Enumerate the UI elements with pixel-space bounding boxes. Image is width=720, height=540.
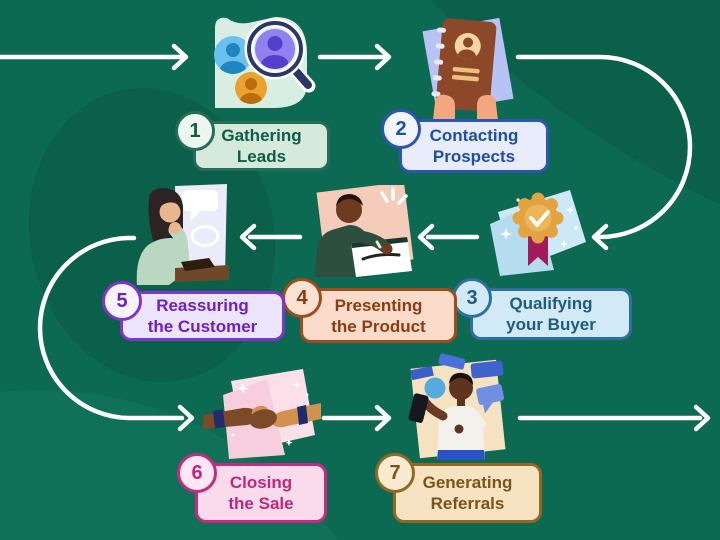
step-number-badge: 2: [381, 109, 421, 149]
step-label-line2: your Buyer: [506, 315, 596, 334]
step-label-presenting-product: 4 Presenting the Product: [282, 278, 457, 343]
step-label-gathering-leads: 1 Gathering Leads: [175, 111, 330, 171]
step-label-reassuring-customer: 5 Reassuring the Customer: [102, 281, 285, 341]
step-number-badge: 7: [375, 453, 415, 493]
speech-bubble-icon: [476, 384, 505, 414]
qualifying-buyer-illustration: [482, 182, 594, 284]
speech-bubble-icon: [424, 377, 446, 399]
step-number-badge: 1: [175, 111, 215, 151]
waistband: [437, 450, 485, 460]
step-number-badge: 3: [452, 278, 492, 318]
step-number-badge: 4: [282, 278, 322, 318]
document-scribble: [361, 253, 401, 261]
generating-referrals-illustration: [403, 350, 518, 460]
arrowhead-icon: [374, 404, 392, 432]
magnifying-glass-icon: [244, 18, 316, 93]
sparkle-icon: [500, 198, 578, 248]
step-label-line1: Presenting: [334, 295, 423, 315]
speech-bubble-icon: [190, 225, 220, 247]
step-label-qualifying-buyer: 3 Qualifying your Buyer: [452, 278, 632, 340]
speech-bubble-icon: [410, 365, 434, 381]
customer-arm: [148, 223, 188, 279]
arm-right: [271, 403, 321, 428]
reassuring-customer-illustration: [125, 180, 235, 285]
arrowhead-icon: [177, 404, 195, 432]
check-icon: [529, 210, 550, 227]
bracelet: [213, 409, 225, 429]
medal-icon: [512, 192, 564, 266]
step-label-line1: Reassuring: [156, 296, 249, 315]
sparkle-icon: [231, 381, 309, 447]
contact-book-icon: [431, 18, 497, 112]
laptop: [181, 258, 215, 271]
presenter-hand: [381, 243, 393, 255]
step-label-closing-sale: 6 Closing the Sale: [177, 453, 327, 523]
step-label-generating-referrals: 7 Generating Referrals: [375, 453, 542, 523]
contacting-prospects-illustration: [413, 8, 521, 120]
phone-icon: [408, 393, 429, 423]
presenter-head: [336, 197, 362, 223]
speech-bubble-icon: [182, 190, 218, 221]
watch: [297, 405, 308, 425]
step-number-badge: 5: [102, 281, 142, 321]
closing-sale-illustration: [203, 365, 321, 463]
step-label-line2: the Product: [331, 316, 426, 336]
speech-bubble-icon: [470, 360, 504, 379]
arrowhead-icon: [417, 223, 435, 251]
presenting-product-illustration: [303, 185, 415, 280]
gathering-leads-illustration: [203, 10, 321, 110]
step-label-contacting-prospects: 2 Contacting Prospects: [381, 109, 549, 173]
document-icon: [351, 237, 412, 277]
step-label-line1: Contacting: [429, 126, 519, 145]
step-label-line2: Referrals: [430, 494, 505, 513]
customer-hand: [169, 222, 181, 234]
step-label-line2: Prospects: [432, 147, 516, 166]
hand-right: [477, 95, 498, 120]
step-label-line1: Generating: [422, 473, 513, 492]
presenter-hair: [336, 194, 363, 207]
arrowhead-icon: [591, 223, 609, 251]
customer-fringe: [159, 196, 182, 208]
person-head: [449, 376, 473, 400]
hand-left: [433, 94, 455, 120]
person-neck: [457, 398, 465, 406]
bracelet: [375, 240, 382, 249]
arrowhead-icon: [374, 43, 392, 71]
step-label-line1: Gathering: [221, 126, 302, 145]
arrowhead-icon: [693, 404, 711, 432]
handshake-icon: [203, 403, 321, 429]
step-number-badge: 6: [177, 453, 217, 493]
step-label-line2: the Customer: [147, 317, 258, 336]
person-hand: [454, 424, 464, 434]
step-label-line2: Leads: [236, 147, 287, 166]
speech-bubble-icon: [438, 353, 466, 370]
step-label-line1: Qualifying: [509, 294, 593, 313]
click-burst-icon: [380, 187, 408, 205]
arrowhead-icon: [239, 223, 257, 251]
step-label-line1: Closing: [229, 473, 293, 492]
arrowhead-icon: [171, 43, 189, 71]
step-label-line2: the Sale: [228, 494, 294, 513]
person-hair: [449, 372, 473, 385]
customer-face: [159, 201, 181, 223]
ribbon-icon: [528, 236, 548, 266]
